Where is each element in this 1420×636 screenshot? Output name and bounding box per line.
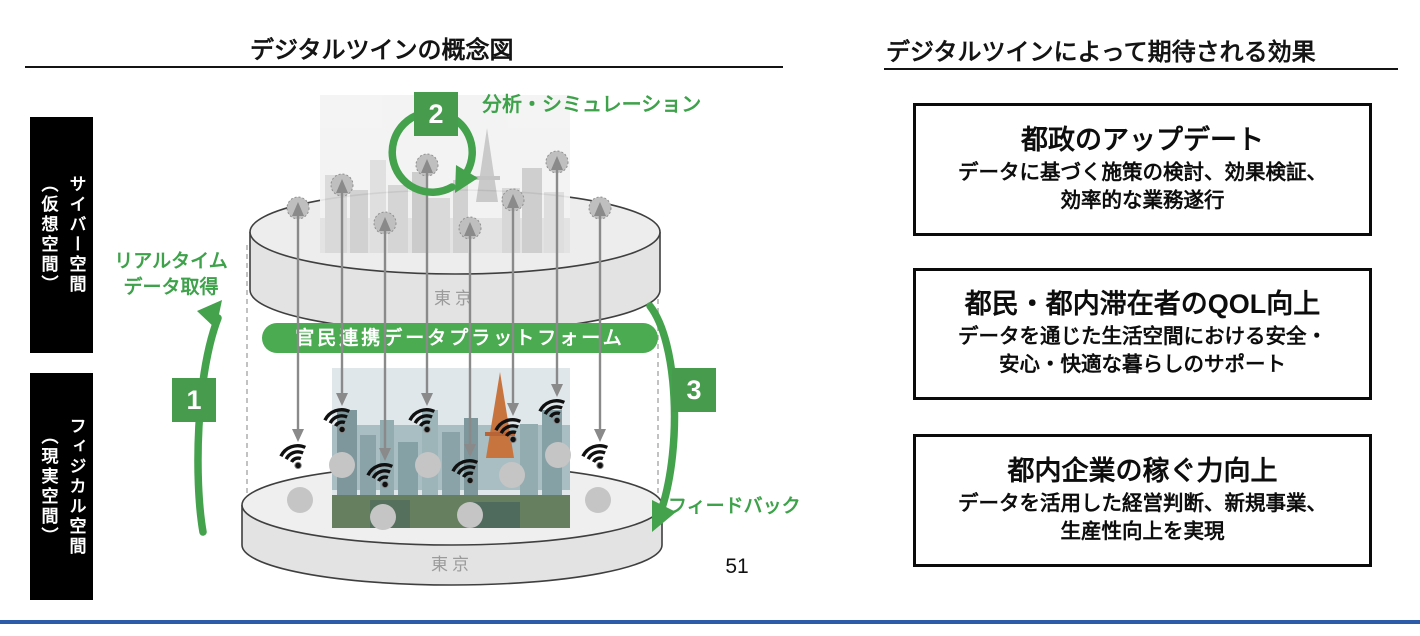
effect-box-business: 都内企業の稼ぐ力向上 データを活用した経営判断、新規事業、 生産性向上を実現 [913, 434, 1372, 567]
step-2-badge: 2 [414, 92, 458, 136]
realtime-data-label: リアルタイム データ取得 [114, 251, 228, 298]
data-flow-arrow [277, 196, 314, 475]
page-number: 51 [725, 555, 749, 578]
effect-box-body: データを活用した経営判断、新規事業、 生産性向上を実現 [958, 491, 1327, 543]
step-3-badge: 3 [672, 368, 716, 412]
data-flow-arrow [321, 173, 358, 439]
footer-blue-line [0, 620, 1420, 624]
physical-city-image [332, 368, 570, 528]
sensor-nodes [287, 442, 611, 530]
step-1-badge: 1 [172, 378, 216, 422]
feedback-label: フィードバック [668, 496, 801, 517]
data-flow-arrows [277, 150, 616, 494]
realtime-acquisition-arrow [194, 300, 222, 536]
analysis-simulation-label: 分析・シミュレーション [482, 94, 702, 116]
effect-box-body: データを通じた生活空間における安全・ 安心・快適な暮らしのサポート [958, 325, 1327, 377]
concept-title-underline [25, 66, 783, 68]
data-flow-arrow [536, 150, 573, 430]
effect-box-government-update: 都政のアップデート データに基づく施策の検討、効果検証、 効率的な業務遂行 [913, 103, 1372, 236]
effect-box-title: 都政のアップデート [1021, 124, 1264, 155]
effect-box-body: データに基づく施策の検討、効果検証、 効率的な業務遂行 [958, 160, 1327, 212]
cyber-space-label: サイバー空間 （仮想空間） [30, 117, 93, 353]
cyber-city-image [320, 95, 570, 253]
cyber-city-name: 東京 [434, 289, 476, 308]
data-flow-arrow [492, 188, 529, 449]
concept-title: デジタルツインの概念図 [250, 37, 514, 64]
physical-space-label: フィジカル空間 （現実空間） [30, 373, 93, 600]
effect-box-title: 都民・都内滞在者のQOL向上 [964, 289, 1321, 320]
platform-banner: 官民連携データプラットフォーム [262, 323, 658, 353]
effects-title: デジタルツインによって期待される効果 [886, 39, 1316, 66]
analysis-cycle-arrow [388, 108, 478, 196]
effects-title-underline [884, 68, 1398, 70]
data-flow-arrow [406, 153, 443, 439]
data-flow-arrow [364, 211, 401, 494]
concept-diagram: 東京 官民連携データプラットフォーム 東京 [194, 95, 679, 586]
data-flow-arrow [579, 196, 616, 475]
effect-box-qol: 都民・都内滞在者のQOL向上 データを通じた生活空間における安全・ 安心・快適な… [913, 268, 1372, 400]
physical-city-name: 東京 [431, 555, 473, 574]
platform-banner-label: 官民連携データプラットフォーム [295, 326, 624, 349]
effect-box-title: 都内企業の稼ぐ力向上 [1007, 455, 1278, 486]
data-flow-arrow [449, 216, 486, 490]
